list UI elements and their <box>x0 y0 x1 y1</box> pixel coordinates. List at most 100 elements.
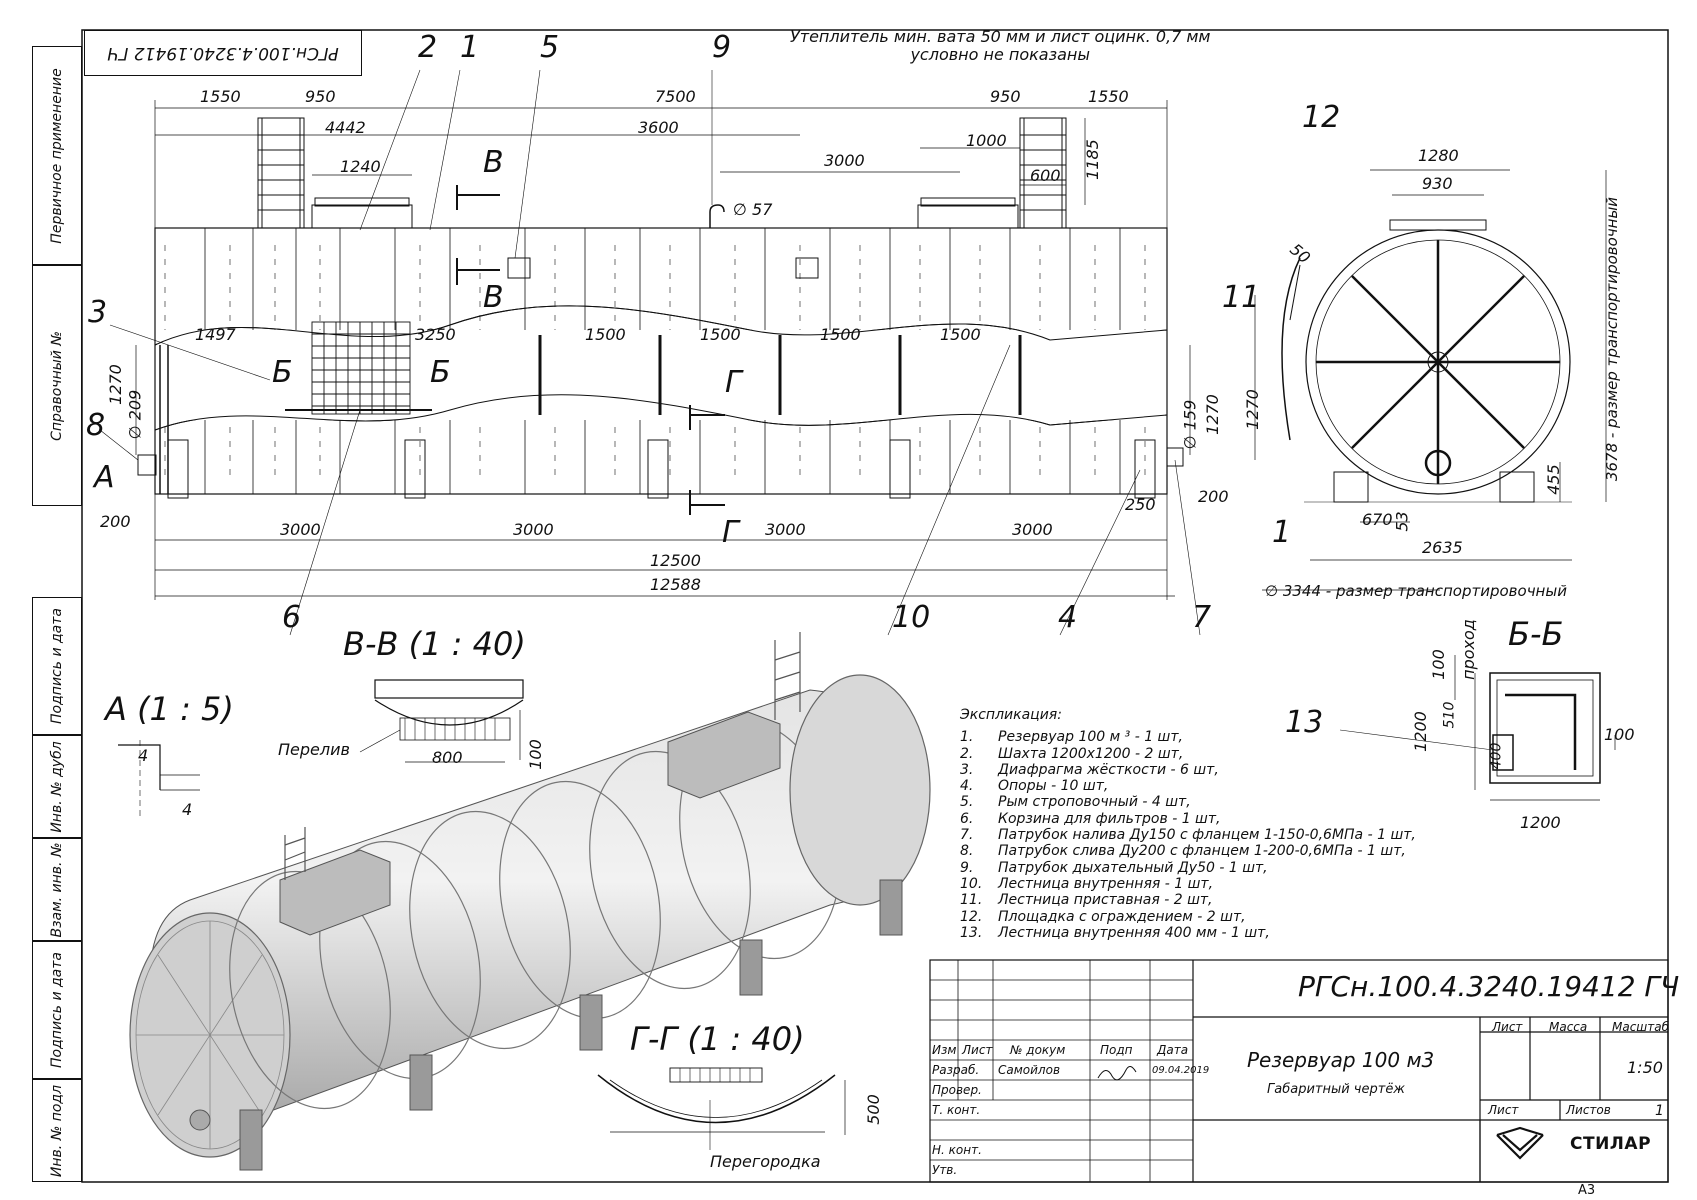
dim-1550-right: 1550 <box>1088 87 1129 106</box>
lifting-ring <box>795 257 819 279</box>
isometric-view <box>129 632 931 1171</box>
explication-item: 13.Лестница внутренняя 400 мм - 1 шт, <box>960 924 1270 941</box>
dim-a-4-top: 4 <box>138 746 149 765</box>
dim-3000-b2: 3000 <box>513 520 554 539</box>
filter-basket <box>300 321 430 415</box>
dim-3000-b1: 3000 <box>280 520 321 539</box>
sheet-format: А3 <box>1578 1183 1596 1198</box>
callout-13: 13 <box>1285 705 1324 740</box>
dim-1185: 1185 <box>1082 139 1102 180</box>
dim-12588: 12588 <box>650 575 701 594</box>
dimension-lines-main <box>135 100 1191 600</box>
dim-1000: 1000 <box>966 131 1007 150</box>
explication-item: 11.Лестница приставная - 2 шт, <box>960 892 1213 909</box>
tb-sheets-count: 1 <box>1655 1103 1664 1119</box>
dim-159: ∅ 159 <box>1180 399 1200 450</box>
explication-item: 3.Диафрагма жёсткости - 6 шт, <box>960 761 1219 778</box>
dim-1270-right: 1270 <box>1202 394 1222 435</box>
explication-item: 6.Корзина для фильтров - 1 шт, <box>960 810 1221 827</box>
dim-vv-100: 100 <box>525 739 545 770</box>
dim-pipe-57: ∅ 57 <box>733 200 773 219</box>
dim-1270-left: 1270 <box>105 364 125 405</box>
ladder-left <box>257 117 305 229</box>
dim-bb-510: 510 <box>1441 701 1458 729</box>
tb-product-name: Резервуар 100 м3 <box>1247 1048 1435 1072</box>
section-mark-v-top: В <box>483 145 504 180</box>
dim-3344-transport: ∅ 3344 - размер транспортировочный <box>1265 582 1567 600</box>
dim-1500-c: 1500 <box>820 325 861 344</box>
dim-200-left: 200 <box>100 512 131 531</box>
dim-1550-left: 1550 <box>200 87 241 106</box>
tb-date: 09.04.2019 <box>1152 1065 1210 1076</box>
callout-1-end: 1 <box>1272 515 1292 550</box>
diaphragms <box>538 335 1022 415</box>
callout-12: 12 <box>1302 100 1341 135</box>
callout-7: 7 <box>1192 600 1212 635</box>
dim-3000-b4: 3000 <box>1012 520 1053 539</box>
dim-bb-1200-bottom: 1200 <box>1520 813 1561 832</box>
view-a <box>118 740 200 820</box>
explication-item: 7.Патрубок налива Ду150 с фланцем 1-150-… <box>960 827 1416 844</box>
tank-side-view <box>137 117 1184 499</box>
dim-7500: 7500 <box>655 87 696 106</box>
view-title-vv: В-В (1 : 40) <box>343 625 526 663</box>
view-title-gg: Г-Г (1 : 40) <box>630 1020 805 1058</box>
view-vv <box>359 679 524 763</box>
label-overflow: Перелив <box>278 740 350 759</box>
tb-role-tech-control: Т. конт. <box>932 1103 981 1117</box>
dim-3250: 3250 <box>415 325 456 344</box>
dim-a-4-side: 4 <box>182 800 193 819</box>
dim-3678-transport: 3678 - размер транспортировочный <box>1603 196 1622 482</box>
tb-sheets-label: Листов <box>1566 1103 1611 1117</box>
dim-12500: 12500 <box>650 551 701 570</box>
section-mark-v-bottom: В <box>483 280 504 315</box>
tank-end-view <box>1254 169 1607 591</box>
label-partition: Перегородка <box>710 1152 821 1171</box>
explication-list: Экспликация: 1.Резервуар 100 м ³ - 1 шт,… <box>960 707 1416 941</box>
dim-3000-b3: 3000 <box>765 520 806 539</box>
dim-1240: 1240 <box>340 157 381 176</box>
dim-4442: 4442 <box>325 118 366 137</box>
inlet-nozzle <box>1166 447 1184 467</box>
dim-3600: 3600 <box>638 118 679 137</box>
callout-11: 11 <box>1222 280 1261 315</box>
callout-8: 8 <box>86 408 106 443</box>
shaft-left <box>311 204 413 229</box>
section-mark-a: А <box>94 460 115 495</box>
explication-item: 5.Рым строповочный - 4 шт, <box>960 794 1191 811</box>
callout-6: 6 <box>282 600 302 635</box>
callout-3: 3 <box>88 295 108 330</box>
tb-role-approved: Утв. <box>932 1163 958 1177</box>
shaft-right <box>917 204 1019 229</box>
section-mark-g-bottom: Г <box>722 515 739 550</box>
explication-item: 4.Опоры - 10 шт, <box>960 778 1109 795</box>
callout-2: 2 <box>418 30 438 65</box>
tb-header-list: Лист <box>962 1043 993 1057</box>
callout-9: 9 <box>712 30 732 65</box>
dim-600: 600 <box>1030 166 1061 185</box>
explication-item: 9.Патрубок дыхательный Ду50 - 1 шт, <box>960 859 1268 876</box>
dim-2635: 2635 <box>1422 538 1463 557</box>
tb-col-mass: Масса <box>1549 1020 1588 1034</box>
dim-53: 53 <box>1392 511 1412 532</box>
dim-1280: 1280 <box>1418 146 1459 165</box>
explication-item: 8.Патрубок слива Ду200 с фланцем 1-200-0… <box>960 843 1406 860</box>
explication-item: 10.Лестница внутренняя - 1 шт, <box>960 875 1214 892</box>
dim-200-right: 200 <box>1198 487 1229 506</box>
breathing-pipe <box>709 204 725 228</box>
tb-developer-name: Самойлов <box>998 1063 1061 1077</box>
dim-930: 930 <box>1422 174 1453 193</box>
title-block-code: РГСн.100.4.3240.19412 ГЧ <box>1298 970 1680 1003</box>
dim-1500-b: 1500 <box>700 325 741 344</box>
dim-bb-passage: проход <box>1458 619 1478 680</box>
dim-3000-top: 3000 <box>824 151 865 170</box>
leader-lines <box>99 69 1201 636</box>
tb-header-izm: Изм <box>932 1043 957 1057</box>
outlet-nozzle <box>137 454 157 476</box>
section-mark-b-left: Б <box>272 355 293 390</box>
tb-header-doc: № докум <box>1010 1043 1066 1057</box>
tb-col-scale: Масштаб <box>1612 1020 1670 1034</box>
dim-209: ∅ 209 <box>125 389 145 440</box>
dim-1270-end: 1270 <box>1242 389 1262 430</box>
section-mark-g-top: Г <box>725 365 742 400</box>
